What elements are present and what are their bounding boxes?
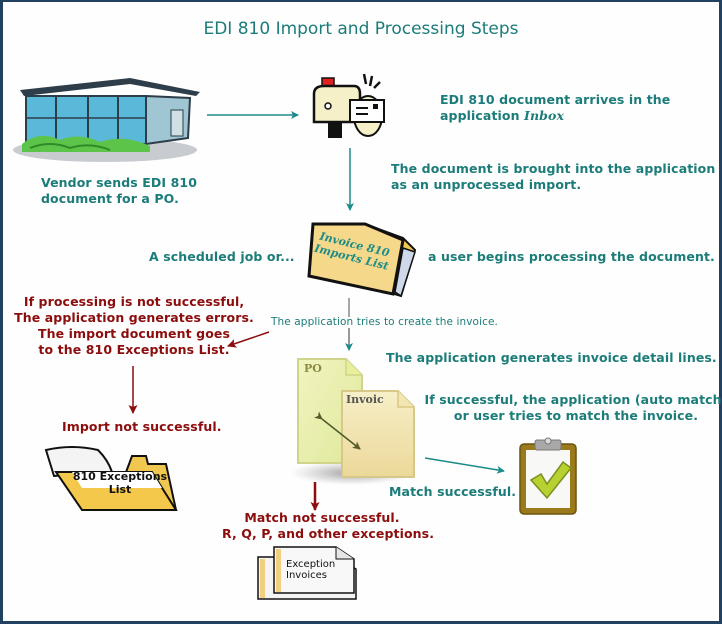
brought-in-line1: The document is brought into the applica… (391, 161, 716, 176)
exception-invoices-label-line1: Exception (286, 559, 336, 570)
clipboard-check-icon (519, 437, 577, 515)
processing-fail-line4: to the 810 Exceptions List. (38, 342, 230, 357)
exceptions-folder-icon: 810 Exceptions List (42, 438, 182, 516)
processing-fail-text: If processing is not successful, The app… (14, 294, 254, 358)
inbox-step-line1: EDI 810 document arrives in the (440, 92, 671, 107)
exception-invoices-icon: Exception Invoices (256, 545, 362, 601)
generates-lines-text: The application generates invoice detail… (386, 350, 717, 365)
tries-create-text: The application tries to create the invo… (271, 316, 498, 328)
import-fail-text: Import not successful. (62, 419, 222, 434)
po-doc-label: PO (304, 362, 322, 375)
inbox-label: Inbox (524, 108, 565, 123)
processing-fail-line3: The import document goes (37, 326, 231, 341)
exception-invoices-label-line2: Invoices (286, 570, 327, 581)
arrow-to-errors (227, 331, 270, 348)
match-fail-line2: R, Q, P, and other exceptions. (222, 526, 435, 541)
user-begins-text: a user begins processing the document. (428, 249, 715, 264)
match-fail-text: Match not successful. R, Q, P, and other… (222, 510, 435, 542)
processing-fail-line2: The application generates errors. (14, 310, 254, 325)
match-fail-line1: Match not successful. (244, 510, 400, 525)
if-successful-line2: or user tries to match the invoice. (453, 408, 699, 423)
exceptions-folder-label-line1: 810 Exceptions (72, 470, 168, 483)
building-icon (13, 78, 200, 162)
scheduled-job-text: A scheduled job or... (149, 249, 295, 264)
vendor-step-line2: document for a PO. (41, 191, 179, 206)
if-successful-line1: If successful, the application (auto mat… (424, 392, 722, 407)
processing-fail-line1: If processing is not successful, (23, 294, 245, 309)
inbox-step-text: EDI 810 document arrives in the applicat… (440, 92, 670, 124)
if-successful-text: If successful, the application (auto mat… (423, 392, 722, 424)
po-invoice-documents-icon: PO Invoic (288, 355, 428, 485)
inbox-step-line2: application Inbox (440, 108, 670, 124)
invoice-doc-label: Invoic (346, 393, 384, 406)
brought-in-line2: as an unprocessed import. (391, 177, 582, 192)
inbox-step-prefix: application (440, 108, 525, 123)
brought-in-step-text: The document is brought into the applica… (391, 161, 715, 193)
arrow-to-match-success (424, 457, 505, 474)
exceptions-folder-label-line2: List (108, 483, 132, 496)
diagram-title: EDI 810 Import and Processing Steps (203, 19, 519, 39)
match-successful-text: Match successful. (389, 484, 517, 499)
vendor-step-line1: Vendor sends EDI 810 (41, 175, 197, 190)
imports-folder-icon: Invoice 810 Imports List (303, 218, 423, 300)
mailbox-icon (312, 73, 385, 138)
vendor-step-text: Vendor sends EDI 810 document for a PO. (41, 175, 197, 207)
